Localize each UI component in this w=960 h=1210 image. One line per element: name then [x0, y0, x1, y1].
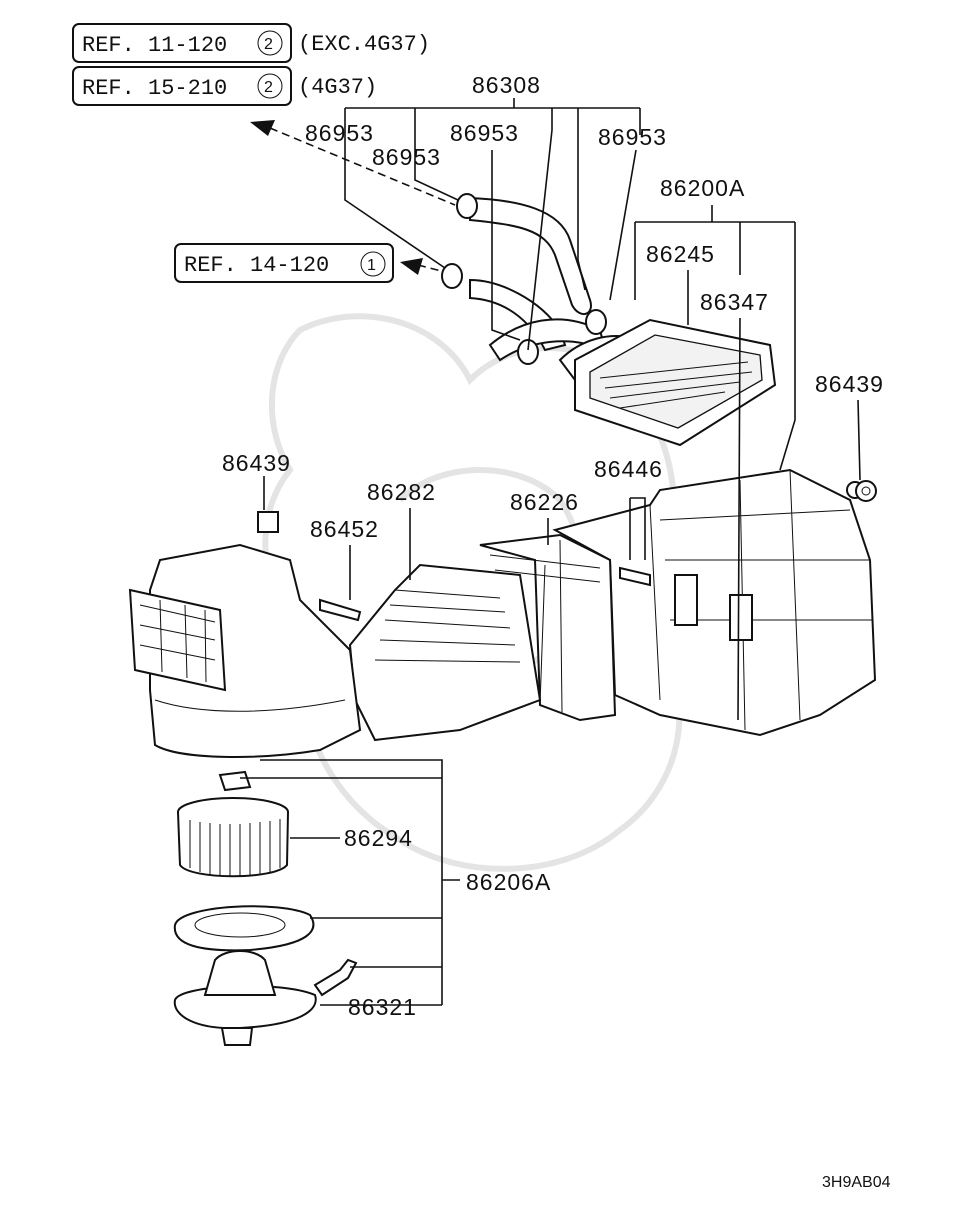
svg-text:REF. 11-120: REF. 11-120 [82, 33, 227, 58]
blower-nut [218, 770, 252, 792]
label-86321[interactable]: 86321 [348, 994, 417, 1020]
blower-motor [173, 950, 358, 1046]
hose-assembly [441, 193, 641, 382]
label-86953-a[interactable]: 86953 [305, 120, 374, 146]
svg-text:REF. 15-210: REF. 15-210 [82, 76, 227, 101]
label-86953-c[interactable]: 86953 [450, 120, 519, 146]
svg-text:2: 2 [264, 79, 273, 96]
ref-note-4g37: (4G37) [298, 75, 377, 100]
filter-case [479, 533, 617, 722]
heater-core [574, 318, 777, 447]
label-86452[interactable]: 86452 [310, 516, 379, 542]
label-86439-left[interactable]: 86439 [222, 450, 291, 476]
figure-code: 3H9AB04 [822, 1174, 891, 1191]
arrow-to-ref-top [250, 120, 456, 206]
label-86226[interactable]: 86226 [510, 489, 579, 515]
ref-box-11-120[interactable]: REF. 11-120 2 [72, 23, 292, 63]
ref-box-15-210[interactable]: REF. 15-210 2 [72, 66, 292, 106]
ref-box-14-120[interactable]: REF. 14-120 1 [174, 243, 394, 283]
label-86206a[interactable]: 86206A [466, 869, 551, 895]
svg-text:2: 2 [264, 36, 273, 53]
label-86953-b[interactable]: 86953 [372, 144, 441, 170]
svg-text:REF. 14-120: REF. 14-120 [184, 253, 329, 278]
label-86245[interactable]: 86245 [646, 241, 715, 267]
label-86294[interactable]: 86294 [344, 825, 413, 851]
blower-fan [177, 797, 289, 878]
label-86308[interactable]: 86308 [472, 72, 541, 98]
ref-note-exc-4g37: (EXC.4G37) [298, 32, 430, 57]
label-86282[interactable]: 86282 [367, 479, 436, 505]
connecting-duct [348, 563, 542, 742]
label-86347[interactable]: 86347 [700, 289, 769, 315]
label-86953-d[interactable]: 86953 [598, 124, 667, 150]
arrow-to-ref-14-120 [400, 258, 446, 275]
blower-housing [128, 511, 362, 758]
screw-86446 [619, 566, 651, 587]
leader-lines [240, 98, 861, 1006]
label-86446[interactable]: 86446 [594, 456, 663, 482]
heater-case [552, 468, 877, 737]
label-86439-right[interactable]: 86439 [815, 371, 884, 397]
label-86200a[interactable]: 86200A [660, 175, 745, 201]
blower-gasket [173, 905, 315, 952]
nut-86439-right [855, 480, 877, 502]
svg-text:1: 1 [367, 257, 376, 274]
